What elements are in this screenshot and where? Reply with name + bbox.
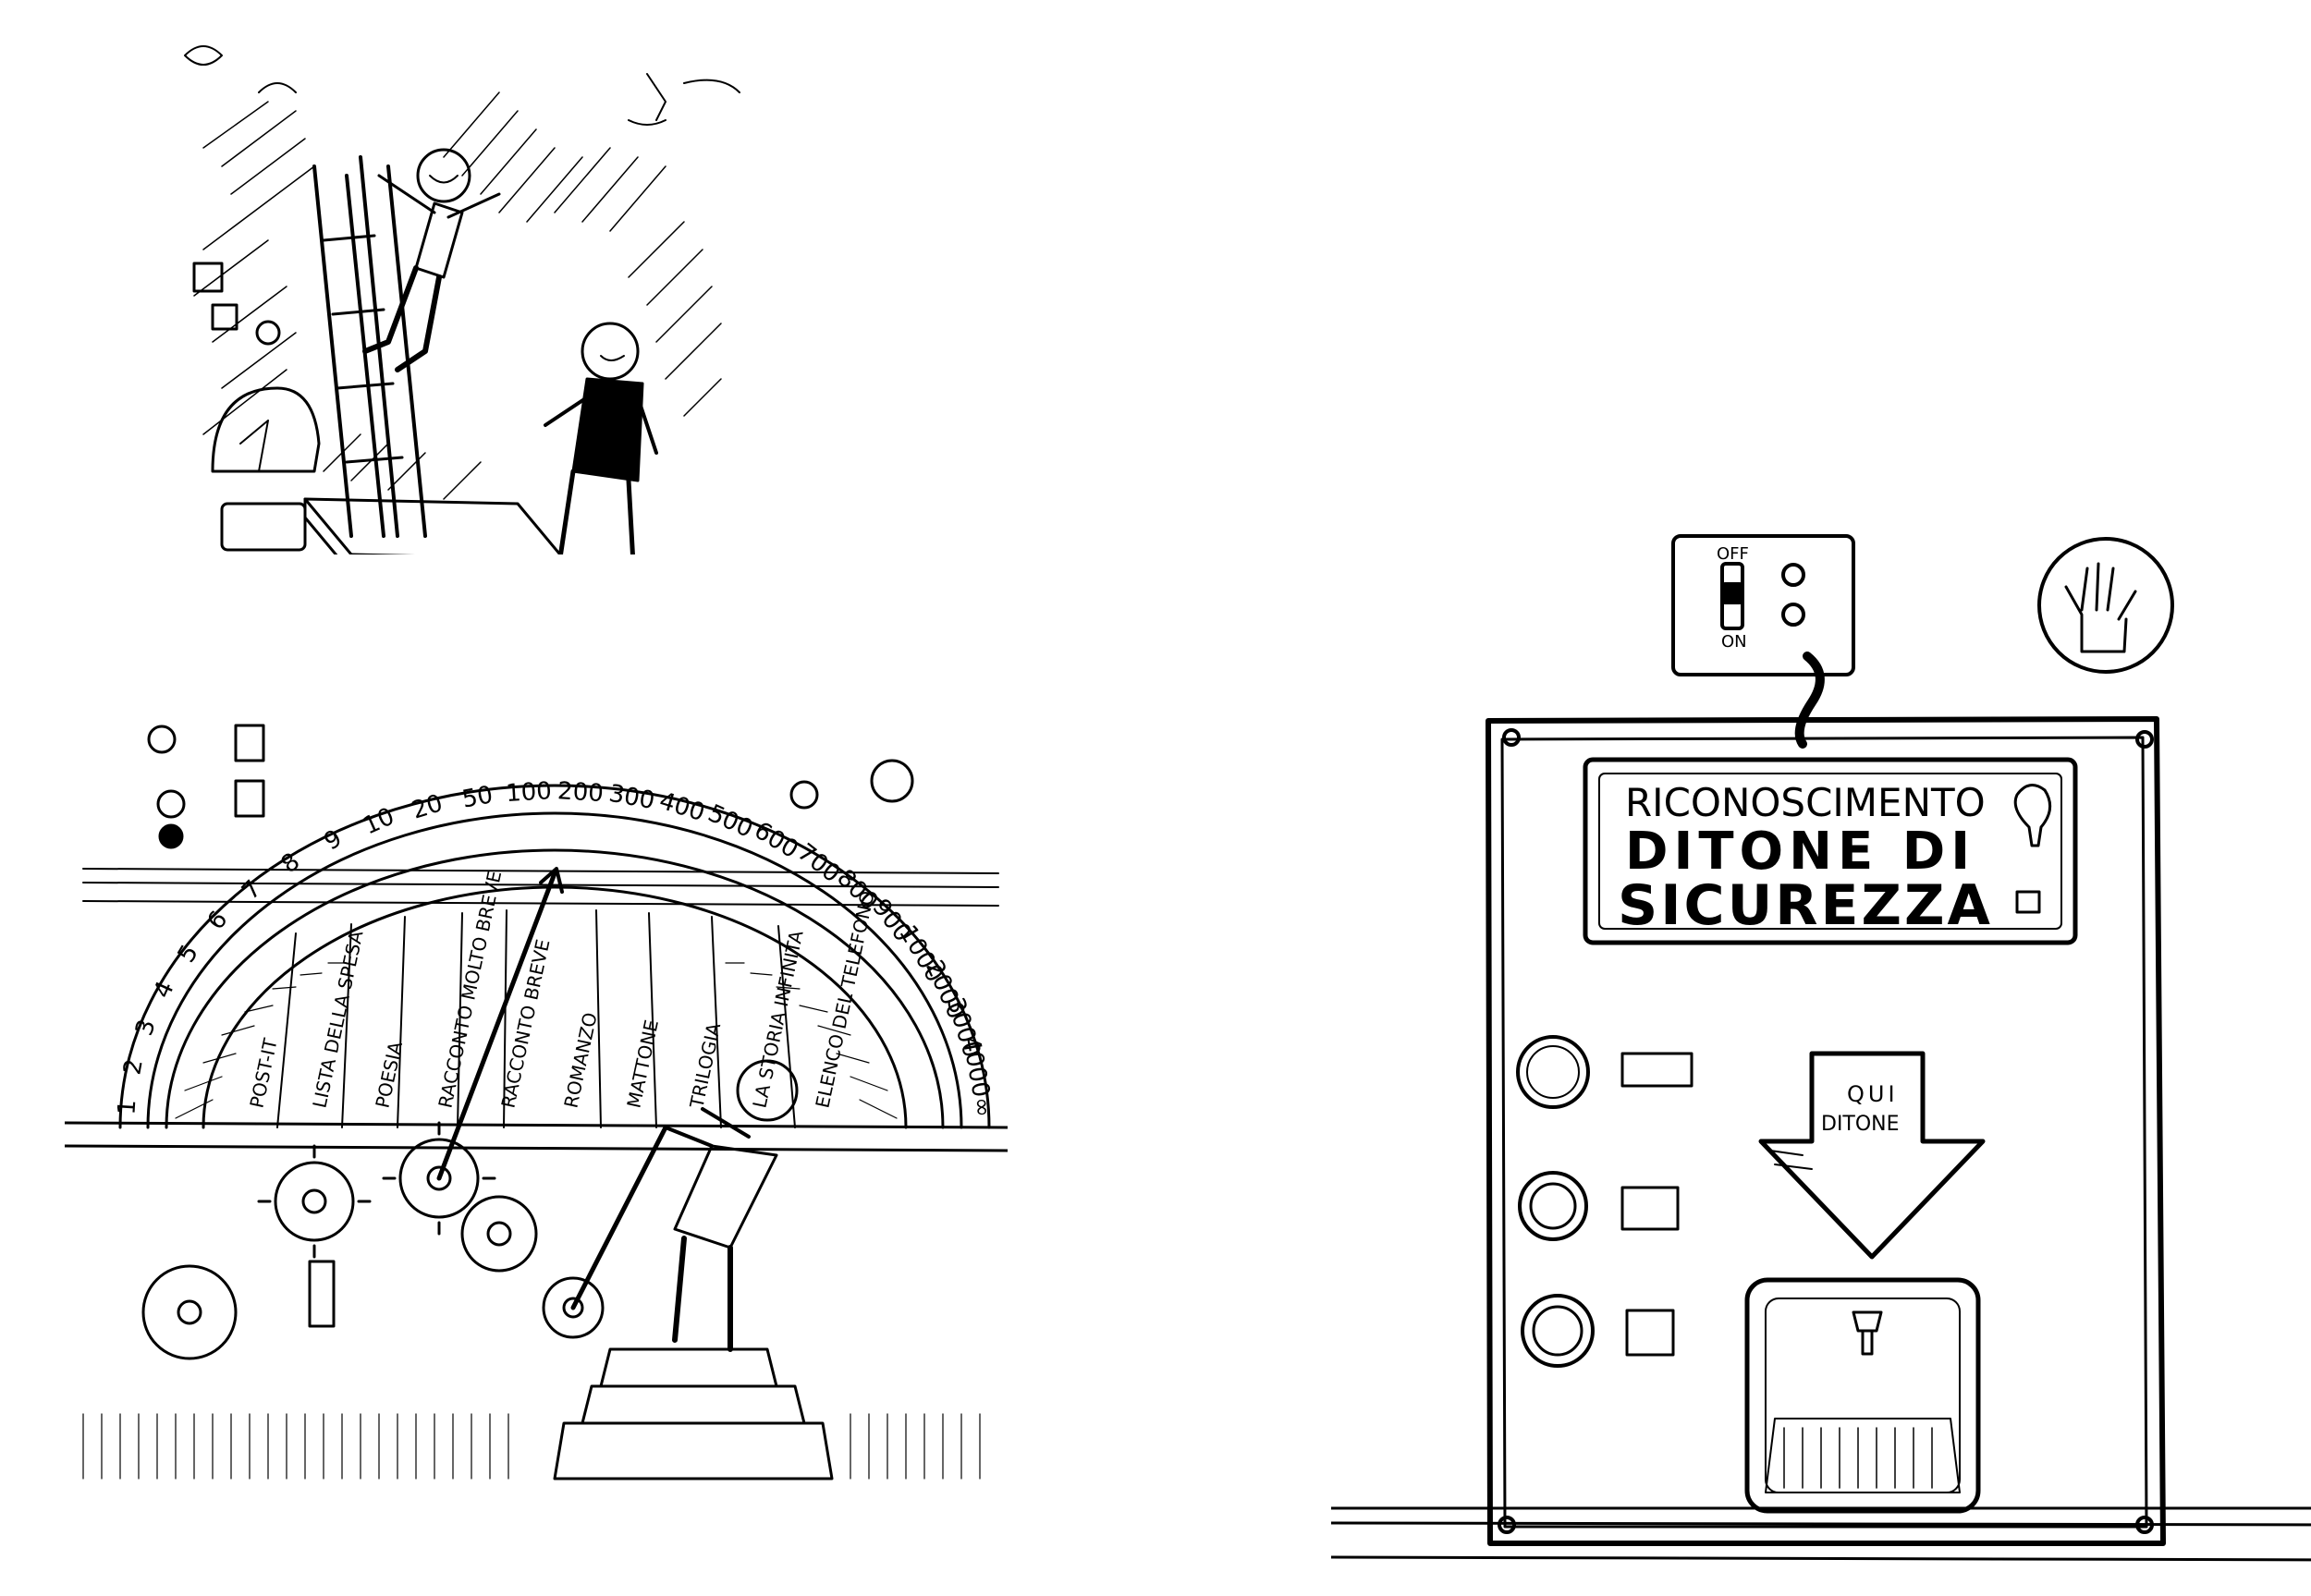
title-plate	[1583, 757, 2078, 945]
panel-title-line3: SICUREZZA	[1618, 873, 1993, 938]
dial-segment-label: ELENCO DEL TELEFONO	[811, 889, 878, 1110]
dial-number: 400	[656, 787, 708, 827]
arrow-label-line1: QUI	[1847, 1081, 1899, 1107]
indicator-light	[1781, 563, 1805, 587]
gauge	[211, 386, 321, 473]
switch-on-label: ON	[1721, 632, 1747, 652]
dial-segment-label: LA STORIA INFINITA	[748, 928, 807, 1110]
screw	[1498, 1516, 1516, 1534]
dial-segment-label: MATTONE	[622, 1017, 663, 1110]
finger-sensor	[1852, 1310, 1883, 1356]
dial-operator-character	[664, 1059, 799, 1352]
dial-number: 50	[460, 781, 495, 813]
hand-icon	[2064, 562, 2137, 653]
wall-knob	[789, 780, 819, 810]
dial-number: 1	[113, 1099, 141, 1115]
dial-base	[65, 1121, 1008, 1152]
dial-number: 100	[505, 777, 552, 808]
dial-number: 300	[606, 780, 656, 815]
down-arrow-icon[interactable]	[1758, 1051, 1986, 1260]
switch-off-label: OFF	[1717, 544, 1749, 564]
dial-number: 20	[409, 789, 446, 824]
switch-box	[1671, 534, 1855, 749]
pedestal	[553, 1347, 834, 1480]
arrow-label-line2: DITONE	[1821, 1113, 1900, 1136]
wall-plate	[234, 724, 265, 762]
dial-number: 4000	[957, 1034, 995, 1099]
doodle	[184, 45, 297, 93]
standing-character	[544, 322, 658, 554]
wall-plate	[192, 262, 224, 293]
floor-hatching	[82, 1413, 981, 1480]
dial-segment-label: POESIA	[371, 1040, 407, 1110]
top-left-illustration	[184, 45, 740, 554]
main-panel	[1486, 716, 2166, 1546]
bulb-icon	[2013, 784, 2052, 847]
wall-knob	[870, 759, 914, 803]
dial-number: 10	[360, 803, 398, 841]
control-box	[220, 502, 307, 552]
wall-knob	[147, 725, 177, 754]
background-hatching	[193, 91, 722, 500]
dial-outer-arc	[118, 784, 991, 1129]
floor-line	[1331, 1506, 2311, 1562]
finger-slot[interactable]	[1744, 1277, 1981, 1514]
hand-sign	[2037, 537, 2174, 674]
dial-segment-label: POST-IT	[245, 1036, 281, 1110]
wall-knob	[158, 823, 184, 849]
dial-number: 7	[237, 875, 267, 906]
wall-wheel	[141, 1264, 238, 1360]
label-plate	[1620, 1186, 1680, 1231]
dial-segment-label: LISTA DELLA SPESA	[308, 929, 367, 1110]
dial-segment-label: ROMANZO	[559, 1010, 601, 1110]
label-plate	[1620, 1052, 1694, 1088]
climbing-character	[362, 148, 501, 372]
wall-plate	[211, 303, 238, 331]
wall-plate	[308, 1260, 336, 1328]
cable	[1794, 652, 1825, 749]
control-button[interactable]	[1521, 1294, 1595, 1368]
dial-number: 2	[118, 1057, 148, 1078]
wall-plate	[234, 779, 265, 818]
dial-needle	[436, 871, 557, 1181]
wall-knob	[156, 789, 186, 819]
lever	[570, 1125, 668, 1310]
security-panel-illustration: RICONOSCIMENTO DITONE DI SICUREZZA QUI D…	[1331, 534, 2311, 1562]
screw	[1502, 728, 1521, 747]
label-plate	[1625, 1309, 1675, 1357]
control-button[interactable]	[1518, 1171, 1588, 1241]
screw	[2135, 730, 2154, 749]
wall-knob	[255, 320, 281, 346]
dial-number: ∞	[968, 1096, 997, 1117]
platform	[303, 497, 562, 554]
dial-segment-label: RACCONTO MOLTO BREVE	[434, 869, 506, 1110]
dial-number: 8	[276, 847, 306, 879]
dial-number: 200	[556, 777, 604, 808]
indicator-light	[1781, 603, 1805, 627]
panel-title-line1: RICONOSCIMENTO	[1625, 780, 1986, 825]
panel-title-line2: DITONE DI	[1625, 822, 1975, 882]
control-knob[interactable]	[1516, 1035, 1590, 1109]
gear-cluster	[257, 1121, 605, 1339]
